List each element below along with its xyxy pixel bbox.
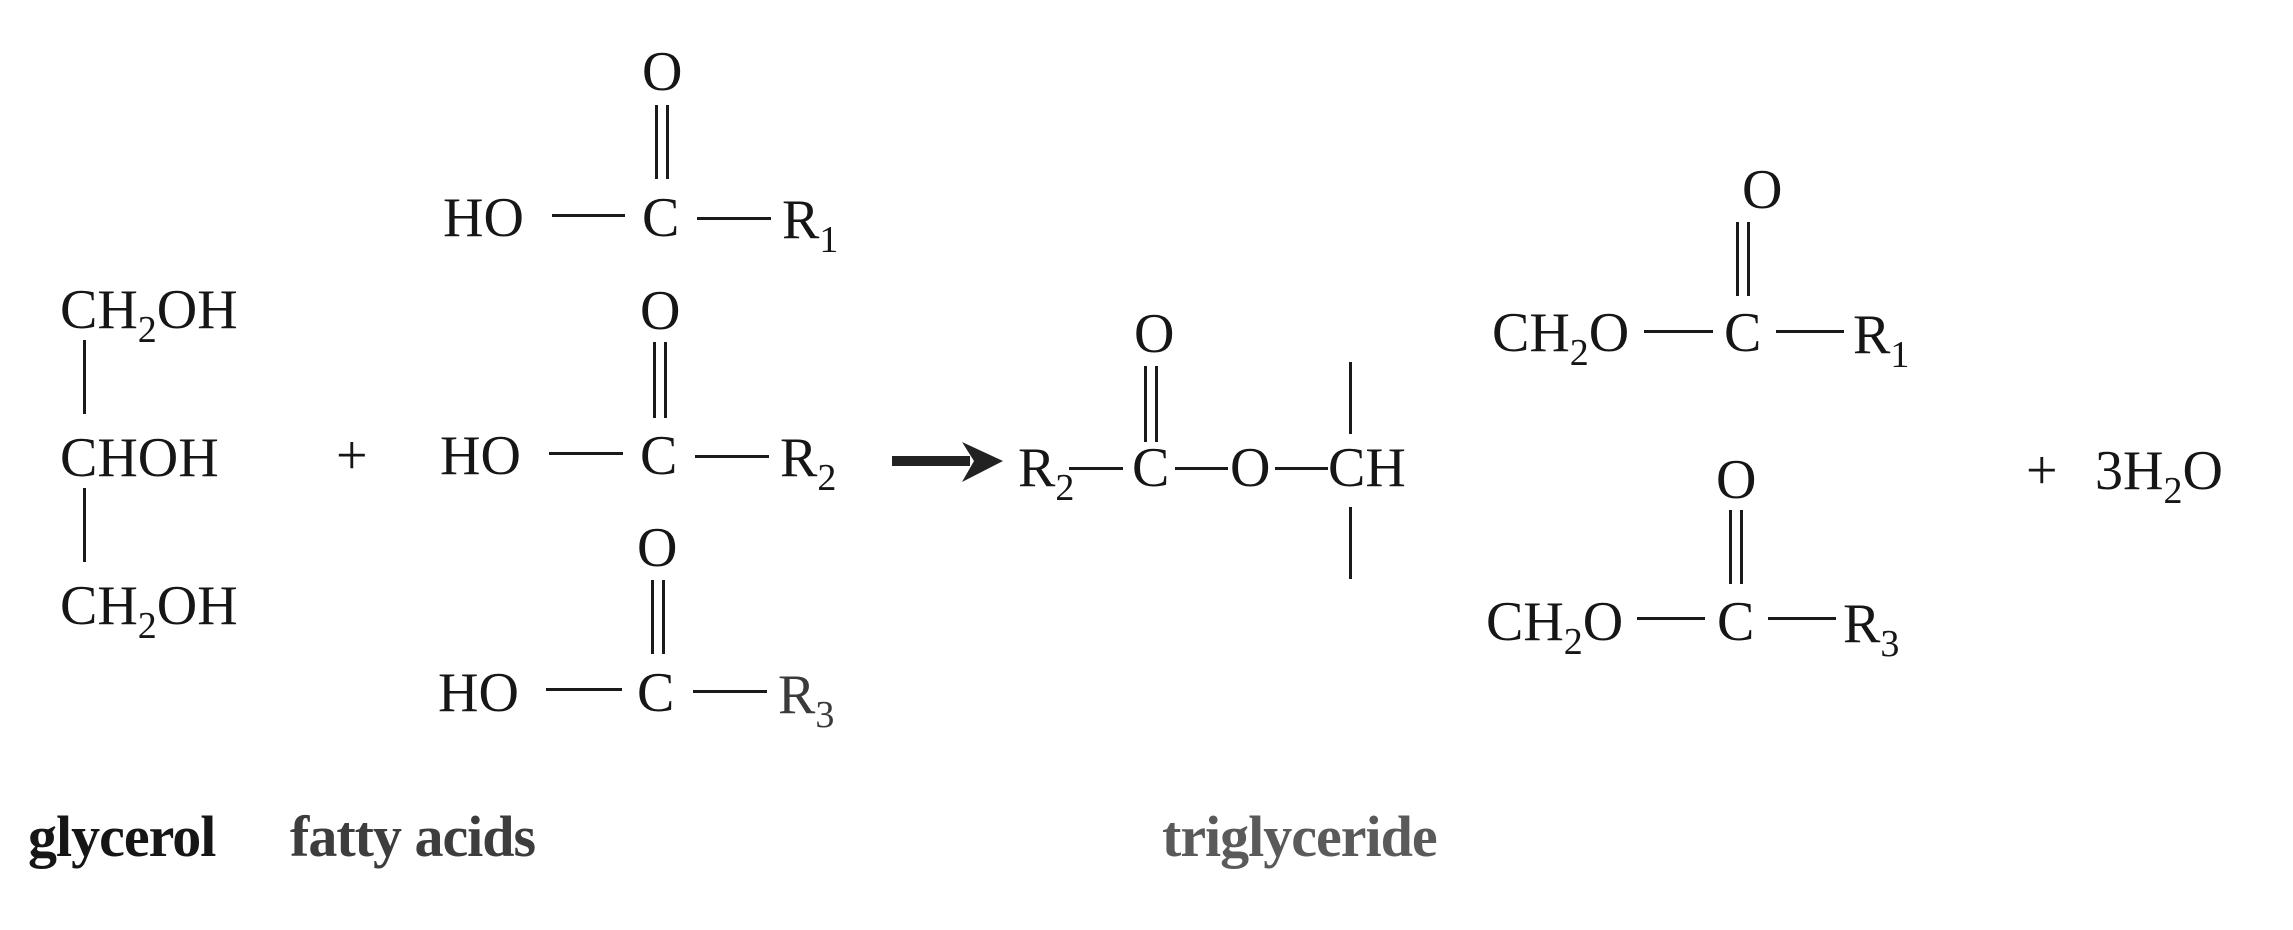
fatty-acid-3-bond-c-r — [693, 690, 767, 693]
triglyceride-top-ch2o: CH2O — [1492, 302, 1630, 374]
fatty-acid-3-bond-ho-c — [546, 688, 622, 691]
triglyceride-r2: R2 — [1018, 437, 1075, 509]
triglyceride-middle-ester-o: O — [1230, 437, 1271, 499]
triglyceride-bond-ch-top — [1349, 362, 1352, 434]
fatty-acid-3-double-bond — [651, 580, 665, 654]
triglyceride-middle-double-bond — [1144, 366, 1158, 442]
label-triglyceride: triglyceride — [1162, 804, 1438, 869]
fatty-acid-1-double-bond — [655, 105, 669, 179]
triglyceride-top-carbonyl-o: O — [1742, 159, 1783, 221]
triglyceride-ch: CH — [1328, 437, 1406, 499]
fatty-acid-3-c: C — [637, 662, 675, 724]
fatty-acid-3-ho: HO — [438, 662, 519, 724]
fatty-acid-1-bond-ho-c — [552, 214, 625, 217]
triglyceride-bond-o-ch — [1275, 467, 1328, 470]
triglyceride-bottom-bond-o-c — [1637, 617, 1705, 620]
glycerol-ch2oh-bottom: CH2OH — [60, 575, 238, 647]
triglyceride-bottom-c: C — [1717, 591, 1755, 653]
triglyceride-bottom-double-bond — [1729, 510, 1743, 584]
reaction-arrow-icon — [892, 442, 1003, 482]
triglyceride-bottom-ch2o: CH2O — [1486, 591, 1624, 663]
glycerol-bond-1 — [83, 340, 86, 414]
fatty-acid-2-carbonyl-o: O — [640, 280, 681, 342]
glycerol-bond-2 — [83, 488, 86, 562]
fatty-acid-1-ho: HO — [443, 187, 524, 249]
fatty-acid-1-c: C — [642, 187, 680, 249]
fatty-acid-2-bond-c-r — [695, 455, 769, 458]
label-glycerol: glycerol — [28, 804, 216, 869]
glycerol-chohgroup: CHOH — [60, 427, 219, 489]
triglyceride-bottom-carbonyl-o: O — [1716, 449, 1757, 511]
triglyceride-top-double-bond — [1736, 222, 1750, 296]
plus-sign-reactants: + — [336, 425, 368, 487]
fatty-acid-3-carbonyl-o: O — [637, 517, 678, 579]
triglyceride-middle-c: C — [1132, 437, 1170, 499]
triglyceride-r3: R3 — [1843, 593, 1900, 665]
triglyceride-top-bond-o-c — [1644, 330, 1713, 333]
triglyceride-r1: R1 — [1853, 304, 1910, 376]
water-product: 3H2O — [2095, 440, 2223, 512]
label-fatty-acids: fatty acids — [290, 804, 536, 869]
fatty-acid-2-r: R2 — [780, 427, 837, 499]
glycerol-ch2oh-top: CH2OH — [60, 279, 238, 351]
triglyceride-bond-c-o — [1175, 467, 1228, 470]
triglyceride-top-c: C — [1724, 302, 1762, 364]
triglyceride-bond-ch-bottom — [1349, 507, 1352, 579]
triglyceride-bottom-bond-c-r — [1768, 617, 1836, 620]
fatty-acid-1-carbonyl-o: O — [642, 41, 683, 103]
triglyceride-middle-carbonyl-o: O — [1134, 303, 1175, 365]
fatty-acid-1-r: R1 — [782, 189, 839, 261]
fatty-acid-2-c: C — [640, 425, 678, 487]
fatty-acid-2-double-bond — [653, 342, 667, 418]
fatty-acid-1-bond-c-r — [697, 217, 771, 220]
fatty-acid-3-r: R3 — [778, 664, 835, 736]
fatty-acid-2-ho: HO — [440, 425, 521, 487]
triglyceride-top-bond-c-r — [1776, 330, 1844, 333]
fatty-acid-2-bond-ho-c — [549, 452, 623, 455]
triglyceride-bond-r2-c — [1069, 467, 1123, 470]
plus-sign-products: + — [2026, 440, 2058, 502]
